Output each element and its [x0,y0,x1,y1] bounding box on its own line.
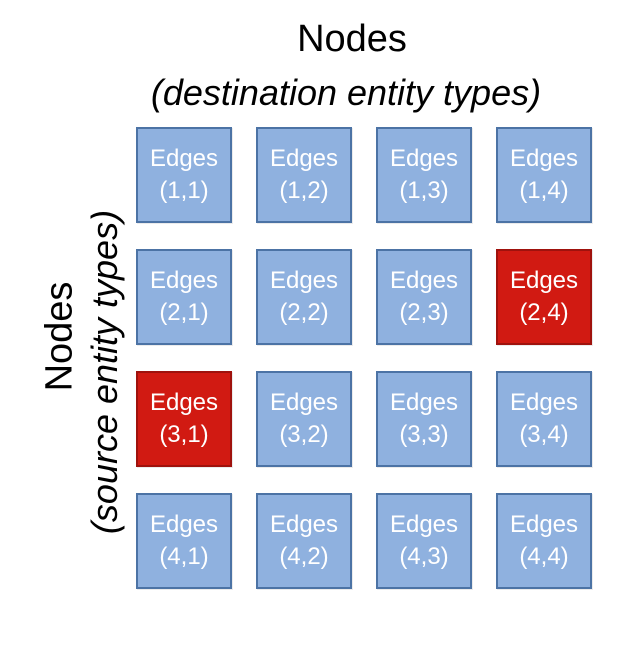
side-axis-subtitle-wrap: (source entity types) [78,100,132,620]
edge-cell-coordinate: (2,4) [519,299,569,326]
edge-cell-coordinate: (2,1) [159,299,209,326]
edge-cell-3-4: Edges (3,4) [496,371,592,467]
edge-cell-label: Edges [149,511,219,538]
edge-cell-coordinate: (4,2) [279,543,329,570]
edge-cell-1-3: Edges (1,3) [376,127,472,223]
edge-cell-coordinate: (2,2) [279,299,329,326]
edge-cell-1-1: Edges (1,1) [136,127,232,223]
edge-cell-4-2: Edges (4,2) [256,493,352,589]
edge-cell-label: Edges [389,511,459,538]
side-axis-subtitle: (source entity types) [84,209,125,535]
edge-cell-2-4: Edges (2,4) [496,249,592,345]
edge-cell-coordinate: (4,3) [399,543,449,570]
edge-cell-coordinate: (4,1) [159,543,209,570]
edge-cell-3-3: Edges (3,3) [376,371,472,467]
edge-cell-label: Edges [509,511,579,538]
edge-cell-label: Edges [149,145,219,172]
edge-cell-label: Edges [149,267,219,294]
edge-cell-coordinate: (1,4) [519,177,569,204]
edge-cell-coordinate: (3,4) [519,421,569,448]
edge-cell-coordinate: (1,3) [399,177,449,204]
edge-cell-2-2: Edges (2,2) [256,249,352,345]
edge-cell-3-2: Edges (3,2) [256,371,352,467]
top-axis-title: Nodes [297,18,407,60]
edge-cell-label: Edges [269,145,339,172]
edge-cell-3-1: Edges (3,1) [136,371,232,467]
edge-cell-coordinate: (1,1) [159,177,209,204]
edge-cell-label: Edges [389,145,459,172]
edge-cell-label: Edges [269,267,339,294]
side-axis-title: Nodes [38,281,81,391]
edge-cell-label: Edges [509,145,579,172]
edge-cell-1-4: Edges (1,4) [496,127,592,223]
edge-cell-1-2: Edges (1,2) [256,127,352,223]
edge-cell-2-1: Edges (2,1) [136,249,232,345]
edge-cell-coordinate: (4,4) [519,543,569,570]
edge-cell-2-3: Edges (2,3) [376,249,472,345]
edge-cell-coordinate: (3,3) [399,421,449,448]
edge-cell-coordinate: (3,2) [279,421,329,448]
edge-type-matrix: Edges (1,1) Edges (1,2) Edges (1,3) Edge… [136,127,596,593]
edge-cell-coordinate: (1,2) [279,177,329,204]
edge-cell-label: Edges [269,511,339,538]
edge-cell-label: Edges [389,267,459,294]
edge-cell-4-4: Edges (4,4) [496,493,592,589]
edge-cell-4-1: Edges (4,1) [136,493,232,589]
edge-cell-label: Edges [269,389,339,416]
edge-cell-coordinate: (2,3) [399,299,449,326]
side-axis-labels: Nodes (source entity types) [20,100,130,620]
edge-cell-label: Edges [509,267,579,294]
edge-cell-label: Edges [149,389,219,416]
top-axis-subtitle: (destination entity types) [150,72,542,113]
edge-cell-label: Edges [509,389,579,416]
edge-cell-4-3: Edges (4,3) [376,493,472,589]
edge-cell-coordinate: (3,1) [159,421,209,448]
edge-cell-label: Edges [389,389,459,416]
